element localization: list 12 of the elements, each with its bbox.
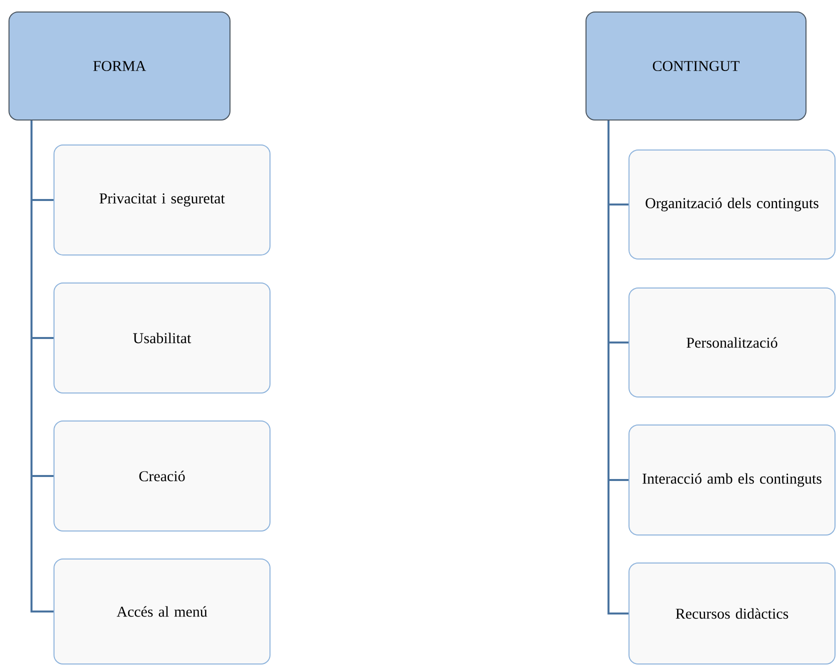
item-box: Accés al menú	[54, 558, 270, 664]
item-box: Creació	[54, 420, 270, 532]
item-box: Privacitat i seguretat	[54, 144, 270, 256]
item-box: Personalització	[628, 288, 836, 398]
item-box: Interacció amb els continguts	[628, 424, 836, 536]
item-box: Recursos didàctics	[628, 562, 836, 664]
connector-line	[30, 120, 54, 612]
item-box: Organització dels continguts	[628, 150, 836, 260]
category-box: FORMA	[8, 12, 230, 120]
connector-line	[608, 120, 628, 614]
category-box: CONTINGUT	[586, 12, 806, 120]
item-box: Usabilitat	[54, 282, 270, 394]
